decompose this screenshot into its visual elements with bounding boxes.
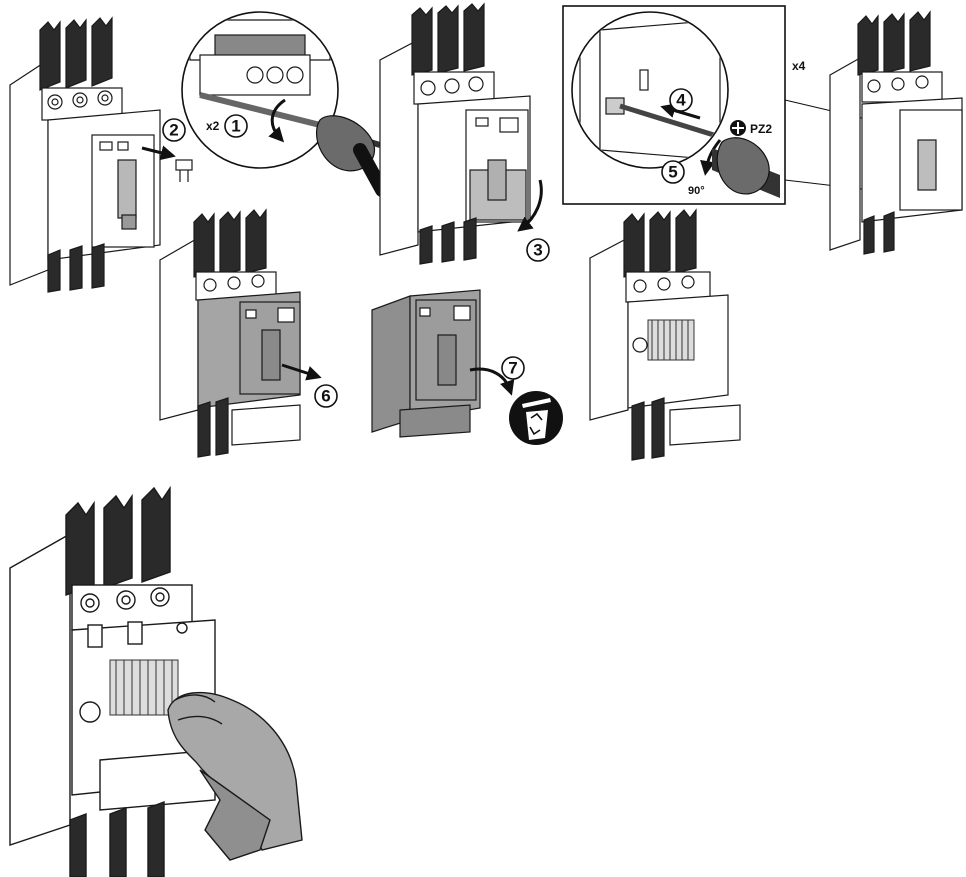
zoom-circle-step-1 — [182, 12, 340, 168]
step-3-number: 3 — [533, 241, 542, 260]
step-2-number: 2 — [169, 121, 178, 140]
auxiliary-connector — [176, 160, 192, 182]
screwdriver-icon — [317, 116, 382, 190]
step-2-marker: 2 — [163, 119, 185, 141]
device-step-6 — [160, 210, 300, 457]
device-step-4 — [830, 12, 962, 254]
step-1-number: 1 — [231, 117, 240, 136]
step-5-marker: 5 — [662, 161, 684, 183]
step-4-marker: 4 — [670, 89, 692, 111]
step-7-number: 7 — [508, 359, 517, 378]
device-step-2 — [10, 18, 160, 292]
recycle-bin-icon — [509, 391, 563, 445]
pozidriv-bit-icon — [730, 120, 746, 136]
step-4-number: 4 — [676, 91, 686, 110]
step-4-multiplier: x4 — [792, 59, 806, 73]
rotation-angle-label: 90° — [688, 185, 705, 197]
step-7-marker: 7 — [502, 357, 524, 379]
removed-control-module — [372, 290, 480, 437]
device-without-module — [590, 210, 740, 460]
step-6-number: 6 — [321, 387, 330, 406]
step-5-number: 5 — [668, 163, 677, 182]
step-1-multiplier: x2 — [206, 119, 220, 133]
device-step-3 — [380, 4, 530, 264]
step-1-marker: 1 — [225, 115, 247, 137]
device-cleaning — [10, 488, 215, 877]
step-3-marker: 3 — [527, 239, 549, 261]
step-6-marker: 6 — [315, 385, 337, 407]
tool-size-label: PZ2 — [750, 122, 772, 136]
